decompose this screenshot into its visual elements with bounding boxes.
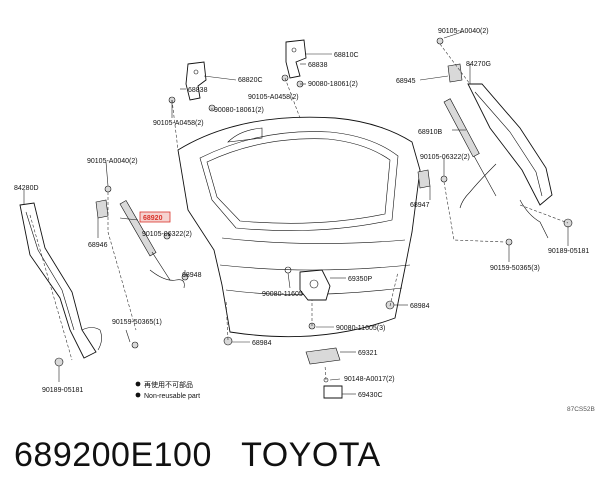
- right-damper-stay: [443, 98, 497, 209]
- label-90080-18061-a: 90080-18061(2): [308, 81, 358, 88]
- label-69430c: 69430C: [358, 392, 383, 399]
- handle: [305, 347, 341, 365]
- right-side-garnish: [467, 83, 553, 239]
- label-68820c: 68820C: [238, 77, 263, 84]
- part-labels: 90105-A0040(2) 68810C 68838 84270G 68820…: [14, 28, 589, 399]
- label-84280d: 84280D: [14, 185, 39, 192]
- label-68810c: 68810C: [334, 52, 359, 59]
- fasteners: [54, 37, 573, 367]
- label-90105-a0040-right: 90105-A0040(2): [438, 28, 489, 35]
- label-90105-a0458-b: 90105-A0458(2): [153, 120, 204, 127]
- hinge-left: [185, 61, 207, 101]
- leader-lines: [23, 31, 569, 395]
- label-90148-a0017: 90148-A0017(2): [344, 376, 395, 383]
- back-door-panel: [177, 116, 421, 338]
- label-68947: 68947: [410, 202, 430, 209]
- parts-diagram: 90105-A0040(2) 68810C 68838 84270G 68820…: [14, 28, 595, 413]
- highlight-box-68920: [139, 211, 171, 223]
- label-90105-a0458-a: 90105-A0458(2): [248, 94, 299, 101]
- label-68945: 68945: [396, 78, 416, 85]
- left-damper-stay: [119, 200, 185, 289]
- diagram-code: 87CS52B: [567, 406, 595, 413]
- label-68838-top: 68838: [308, 62, 328, 69]
- label-90105-a0040-left: 90105-A0040(2): [87, 158, 138, 165]
- label-68948: 68948: [182, 272, 202, 279]
- hinge-right: [285, 39, 307, 79]
- label-84270g: 84270G: [466, 61, 491, 68]
- label-69321: 69321: [358, 350, 378, 357]
- striker: [323, 377, 343, 399]
- label-90189-05181-right: 90189-05181: [548, 248, 589, 255]
- label-90105-06322-right: 90105-06322(2): [420, 154, 470, 161]
- legend-text-en: Non-reusable part: [144, 393, 200, 400]
- label-90189-05181-left: 90189-05181: [42, 387, 83, 394]
- label-68838-mid: 68838: [188, 87, 208, 94]
- label-90159-50365-left: 90159-50365(1): [112, 319, 162, 326]
- label-68946: 68946: [88, 242, 108, 249]
- legend-dot-en: [135, 392, 141, 398]
- label-90159-50365-right: 90159-50365(3): [490, 265, 540, 272]
- legend-text-jp: 再使用不可部品: [144, 380, 193, 389]
- left-side-garnish: [19, 202, 102, 359]
- part-number-caption: 689200E100 TOYOTA: [14, 436, 381, 474]
- label-68984-left: 68984: [252, 340, 272, 347]
- label-68984-right: 68984: [410, 303, 430, 310]
- assembly-lines: [29, 43, 569, 381]
- label-68920-highlight: 68920: [143, 215, 163, 222]
- label-90105-06322-left: 90105-06322(2): [142, 231, 192, 238]
- label-90080-18061-b: 90080-18061(2): [214, 107, 264, 114]
- label-90080-11605-a: 90080-11605: [262, 291, 303, 298]
- label-68910b: 68910B: [418, 129, 442, 136]
- legend-dot-jp: [135, 381, 141, 387]
- legend: 再使用不可部品 Non-reusable part: [135, 380, 200, 400]
- label-90080-11605-b: 90080-11605(3): [336, 325, 385, 332]
- label-69350p: 69350P: [348, 276, 372, 283]
